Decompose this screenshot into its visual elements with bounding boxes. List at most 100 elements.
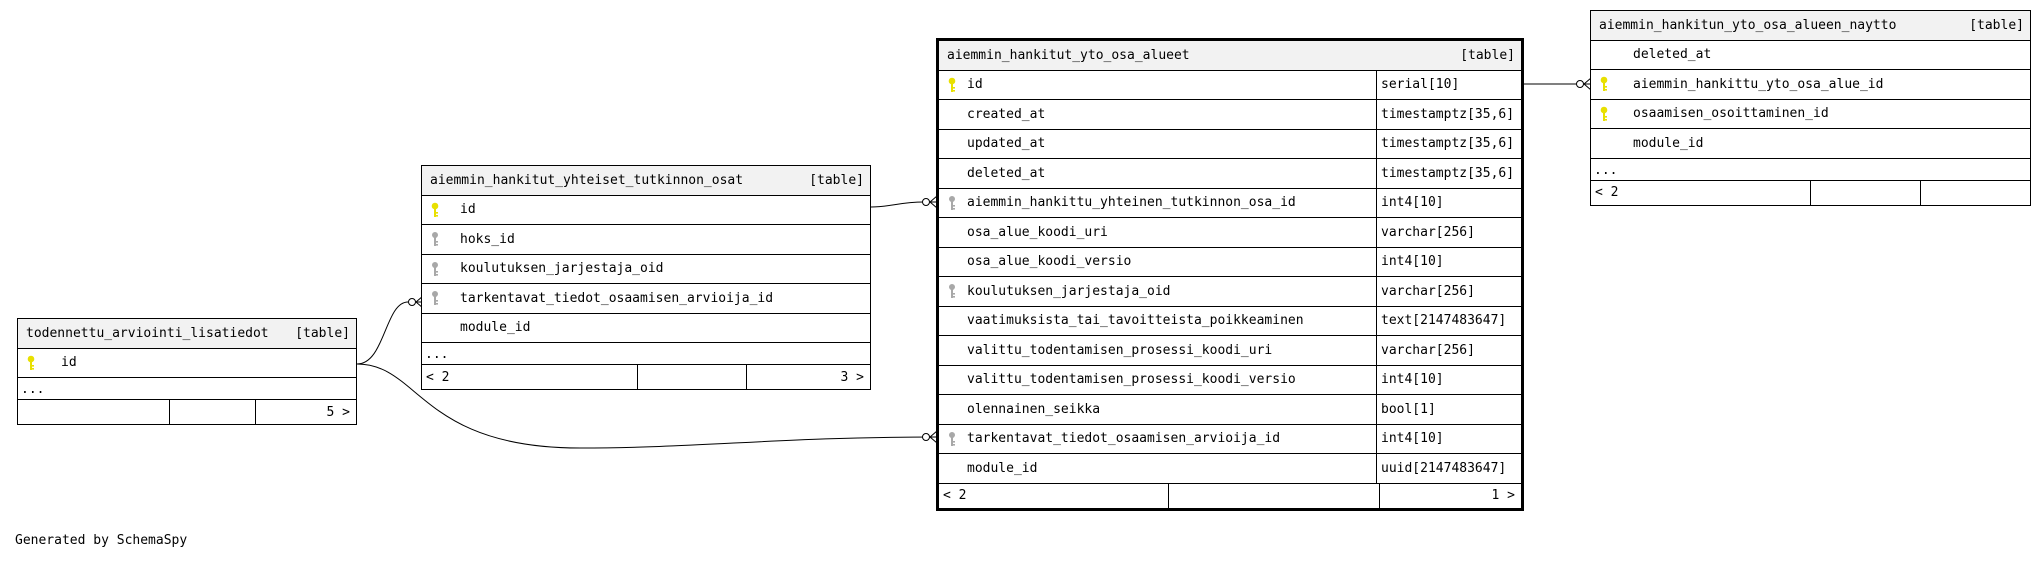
foreign-key-icon (949, 284, 955, 298)
column-type: int4[10] (1376, 247, 1521, 276)
table-kind-label: [table] (295, 325, 350, 341)
ellipsis: ... (425, 347, 449, 362)
column-row[interactable]: module_id (1591, 129, 2030, 159)
table-name: aiemmin_hankitun_yto_osa_alueen_naytto (1599, 17, 1897, 33)
column-row[interactable]: aiemmin_hankittu_yhteinen_tutkinnon_osa_… (939, 188, 1521, 218)
table-header[interactable]: aiemmin_hankitut_yto_osa_alueet [table] (939, 41, 1521, 71)
column-row[interactable]: hoks_id (422, 225, 870, 255)
column-type: timestamptz[35,6] (1376, 100, 1521, 129)
parents-count[interactable]: < 2 (943, 488, 967, 503)
column-name: vaatimuksista_tai_tavoitteista_poikkeami… (967, 313, 1304, 329)
column-name: deleted_at (1633, 47, 1712, 63)
column-name: olennainen_seikka (967, 401, 1101, 417)
column-type: bool[1] (1376, 395, 1521, 424)
footer-divider (1168, 483, 1169, 508)
column-row[interactable]: deleted_at (1591, 41, 2030, 70)
column-name: osa_alue_koodi_versio (967, 254, 1132, 270)
ellipsis: ... (21, 382, 45, 397)
footer-divider (1920, 180, 1921, 205)
column-row[interactable]: koulutuksen_jarjestaja_oid varchar[256] (939, 277, 1521, 307)
table-aiemmin-hankitut-yto-osa-alueet[interactable]: aiemmin_hankitut_yto_osa_alueet [table] … (936, 38, 1524, 511)
primary-key-icon (1600, 106, 1608, 121)
footer-divider (169, 400, 170, 424)
foreign-key-icon (432, 291, 438, 305)
link-todennettu-to-alueet (356, 363, 937, 449)
generated-by-label: Generated by SchemaSpy (15, 533, 188, 548)
column-name: updated_at (967, 136, 1046, 152)
primary-key-icon (948, 77, 956, 92)
column-row[interactable]: tarkentavat_tiedot_osaamisen_arvioija_id… (939, 424, 1521, 454)
column-name: hoks_id (460, 231, 515, 247)
parents-count[interactable]: < 2 (426, 369, 450, 385)
table-name: todennettu_arviointi_lisatiedot (26, 325, 269, 341)
column-row[interactable]: tarkentavat_tiedot_osaamisen_arvioija_id (422, 284, 870, 314)
footer-divider (1810, 180, 1811, 205)
table-footer: < 2 3 > (422, 365, 870, 389)
more-columns: ... (422, 343, 870, 365)
column-row[interactable]: aiemmin_hankittu_yto_osa_alue_id (1591, 70, 2030, 100)
crowfoot-circle (922, 433, 930, 441)
column-row[interactable]: osaamisen_osoittaminen_id (1591, 100, 2030, 129)
table-footer: < 2 1 > (939, 483, 1521, 508)
table-name: aiemmin_hankitut_yto_osa_alueet (947, 47, 1190, 63)
foreign-key-icon (432, 261, 438, 276)
column-type: int4[10] (1376, 188, 1521, 217)
column-name: osaamisen_osoittaminen_id (1633, 106, 1829, 122)
table-header[interactable]: todennettu_arviointi_lisatiedot [table] (18, 319, 356, 349)
column-name: deleted_at (967, 165, 1046, 181)
crowfoot-circle (1576, 80, 1584, 88)
children-count[interactable]: 3 > (746, 365, 870, 389)
column-type: int4[10] (1376, 365, 1521, 394)
table-kind-label: [table] (809, 172, 864, 188)
column-row[interactable]: id (18, 349, 356, 378)
children-count[interactable]: 1 > (1379, 483, 1521, 508)
column-row[interactable]: koulutuksen_jarjestaja_oid (422, 255, 870, 284)
crowfoot-circle (922, 198, 930, 206)
column-row[interactable]: id (422, 196, 870, 225)
link-todennettu-to-yhteiset (356, 301, 409, 365)
column-name: tarkentavat_tiedot_osaamisen_arvioija_id (967, 431, 1281, 447)
column-type: varchar[256] (1376, 277, 1521, 306)
table-footer: < 2 (1591, 180, 2030, 205)
column-type: varchar[256] (1376, 336, 1521, 365)
column-name: module_id (460, 320, 531, 336)
column-row[interactable]: olennainen_seikka bool[1] (939, 395, 1521, 425)
column-row[interactable]: valittu_todentamisen_prosessi_koodi_vers… (939, 365, 1521, 395)
table-kind-label: [table] (1969, 17, 2024, 33)
primary-key-icon (1600, 76, 1608, 91)
ellipsis: ... (1594, 162, 1618, 178)
column-name: aiemmin_hankittu_yto_osa_alue_id (1633, 76, 1884, 92)
primary-key-icon (27, 355, 35, 370)
column-name: koulutuksen_jarjestaja_oid (967, 283, 1171, 299)
column-row[interactable]: module_id (422, 314, 870, 343)
table-aiemmin-hankitun-yto-osa-alueen-naytto[interactable]: aiemmin_hankitun_yto_osa_alueen_naytto [… (1590, 10, 2031, 206)
column-name: koulutuksen_jarjestaja_oid (460, 261, 664, 277)
table-header[interactable]: aiemmin_hankitun_yto_osa_alueen_naytto [… (1591, 11, 2030, 41)
column-row[interactable]: vaatimuksista_tai_tavoitteista_poikkeami… (939, 306, 1521, 336)
column-name: aiemmin_hankittu_yhteinen_tutkinnon_osa_… (967, 195, 1296, 211)
foreign-key-icon (949, 195, 955, 210)
column-type: uuid[2147483647] (1376, 454, 1521, 483)
parents-count[interactable]: < 2 (1595, 185, 1619, 200)
children-count[interactable]: 5 > (255, 400, 356, 424)
crowfoot-circle (408, 298, 416, 306)
table-aiemmin-hankitut-yhteiset-tutkinnon-osat[interactable]: aiemmin_hankitut_yhteiset_tutkinnon_osat… (421, 165, 871, 390)
column-type: int4[10] (1376, 424, 1521, 453)
column-name: osa_alue_koodi_uri (967, 224, 1108, 240)
column-name: id (61, 355, 77, 371)
foreign-key-icon (949, 431, 955, 446)
table-footer: 5 > (18, 400, 356, 424)
table-header[interactable]: aiemmin_hankitut_yhteiset_tutkinnon_osat… (422, 166, 870, 196)
column-row[interactable]: osa_alue_koodi_versio int4[10] (939, 247, 1521, 277)
table-todennettu-arviointi-lisatiedot[interactable]: todennettu_arviointi_lisatiedot [table] … (17, 318, 357, 425)
column-name: id (967, 77, 983, 93)
primary-key-icon (431, 202, 439, 217)
